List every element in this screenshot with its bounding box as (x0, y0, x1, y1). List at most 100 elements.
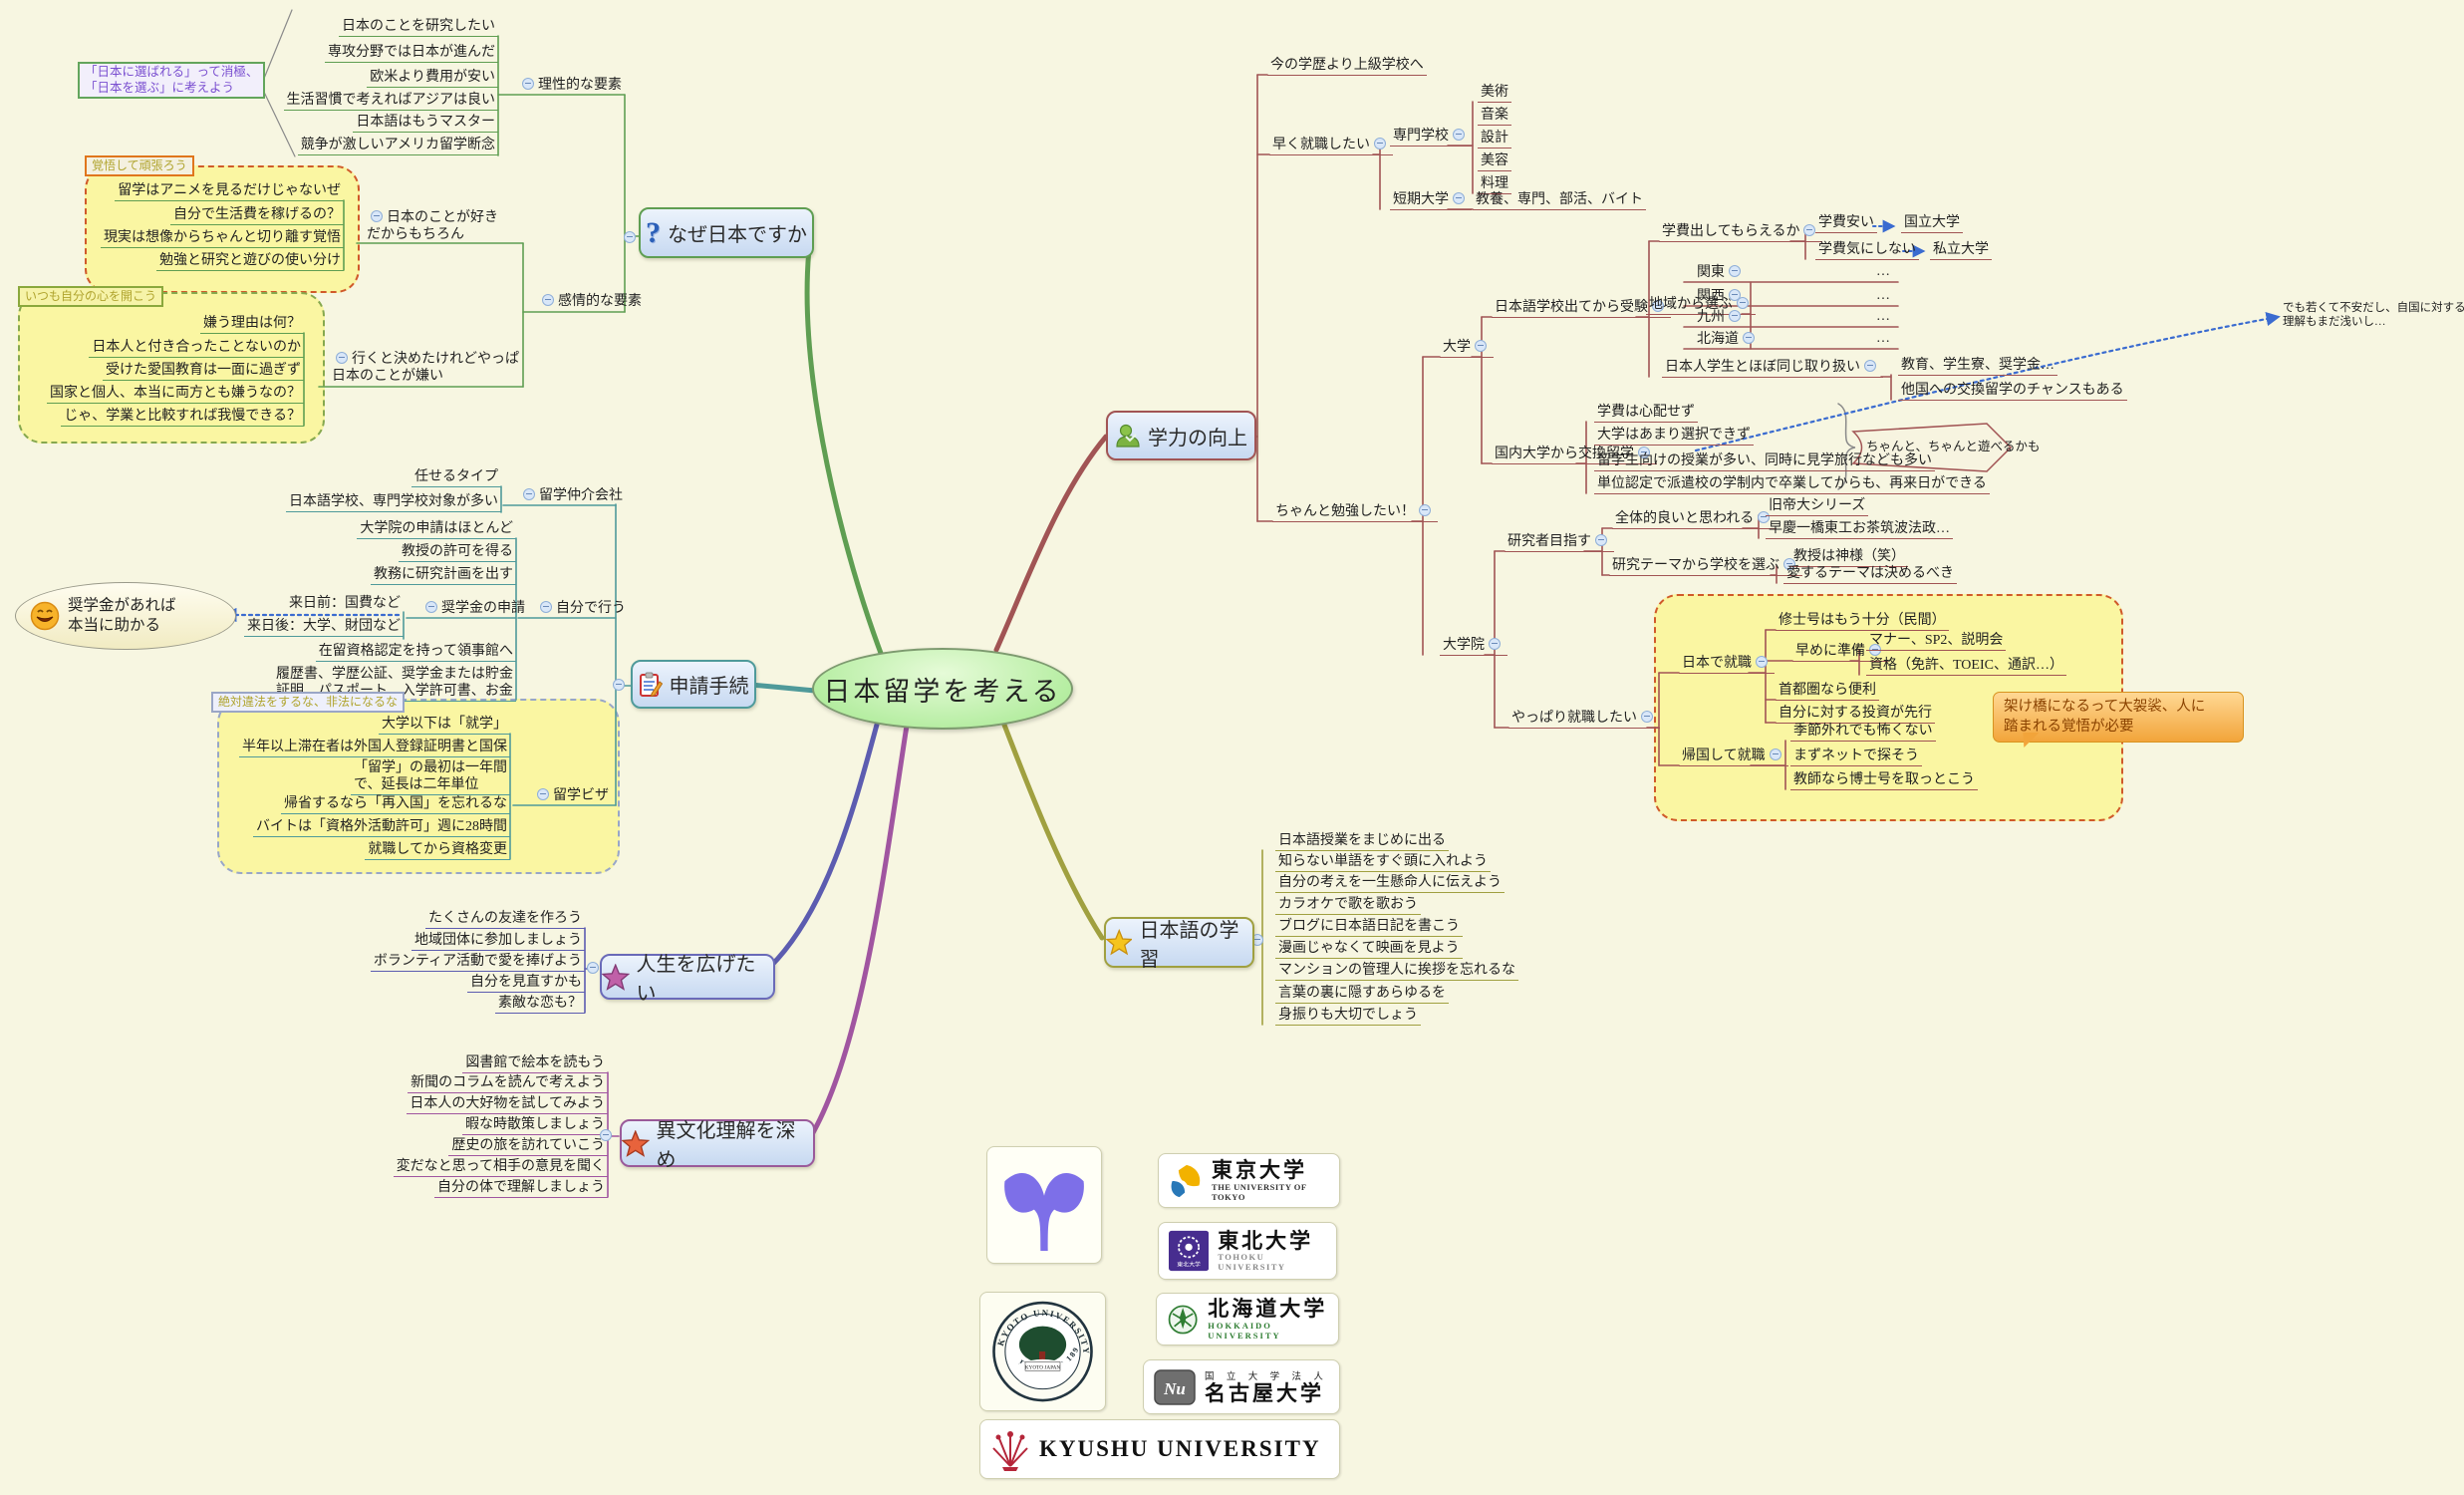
map-item[interactable]: 日本語学校、専門学校対象が多い (286, 493, 501, 513)
collapse-icon[interactable] (522, 78, 534, 90)
map-item[interactable]: カラオケで歌を歌おう (1275, 896, 1421, 916)
map-item[interactable]: 図書館で絵本を読もう (462, 1054, 608, 1074)
map-item[interactable]: 漫画じゃなくて映画を見よう (1275, 940, 1463, 960)
map-item[interactable]: 九州 (1694, 309, 1748, 327)
collapse-icon[interactable] (1489, 638, 1501, 650)
collapse-icon[interactable] (1869, 644, 1881, 656)
map-item[interactable]: 自分の体で理解しましょう (434, 1179, 608, 1199)
collapse-icon[interactable] (537, 788, 549, 800)
collapse-icon[interactable] (336, 352, 348, 364)
map-item[interactable]: 教授の許可を得る (399, 543, 516, 563)
university-of-tokyo-logo[interactable]: 東京大学 THE UNIVERSITY OF TOKYO (1158, 1153, 1340, 1208)
map-item[interactable]: 料理 (1478, 175, 1511, 195)
map-item[interactable]: 修士号はもう十分（民間） (1776, 612, 1949, 632)
map-item[interactable]: … (1876, 309, 1890, 324)
collapse-icon[interactable] (542, 294, 554, 306)
map-item[interactable]: 日本人学生とほぼ同じ取り扱い (1662, 359, 1883, 379)
map-item[interactable]: 国内大学から交換留学 (1492, 446, 1657, 465)
collapse-icon[interactable] (1595, 534, 1607, 546)
map-item[interactable]: 自分の考えを一生懸命人に伝えよう (1275, 874, 1505, 894)
map-item[interactable]: 教育、学生寮、奨学金… (1898, 357, 2057, 377)
map-item[interactable]: 嫌う理由は何？ (200, 315, 304, 335)
map-item[interactable]: 地域団体に参加しましょう (411, 932, 585, 952)
map-item[interactable]: 単位認定で派遣校の学制内で卒業してからも、再来日ができる (1594, 475, 1990, 495)
label-agency[interactable]: 留学仲介会社 (516, 487, 626, 505)
collapse-icon[interactable] (1641, 711, 1653, 723)
map-item[interactable]: 専攻分野では日本が進んだ (325, 44, 498, 64)
map-item[interactable]: 今の学歴より上級学校へ (1267, 57, 1427, 77)
map-item[interactable]: 欧米より費用が安い (367, 69, 498, 89)
map-item[interactable]: 関西 (1694, 288, 1748, 306)
cloud-label-kakugo[interactable]: 覚悟して頑張ろう (85, 155, 194, 176)
map-item[interactable]: ちゃんと勉強したい！ (1272, 503, 1438, 523)
map-item[interactable]: じゃ、学業と比較すれば我慢できる？ (61, 408, 304, 428)
collapse-icon[interactable] (1475, 340, 1487, 352)
map-item[interactable]: 大学はあまり選択できず (1594, 427, 1754, 447)
map-item[interactable]: 早めに準備 (1792, 643, 1888, 663)
map-item[interactable]: 日本人の大好物を試してみよう (407, 1095, 608, 1115)
map-item[interactable]: 研究者目指す (1505, 533, 1614, 553)
map-item[interactable]: 専門学校 (1390, 128, 1472, 148)
map-item[interactable]: バイトは「資格外活動許可」週に28時間 (253, 818, 510, 838)
cloud-label-kokoro[interactable]: いつも自分の心を開こう (18, 286, 164, 307)
map-item[interactable]: 地域から選ぶ (1646, 296, 1756, 316)
map-item[interactable]: 教養、専門、部活、バイト (1473, 191, 1646, 211)
collapse-icon[interactable] (1453, 129, 1465, 141)
map-item[interactable]: 暇な時散策しましょう (462, 1116, 608, 1136)
map-item[interactable]: 大学院の申請はほとんど (357, 520, 516, 540)
collapse-icon[interactable] (600, 1129, 612, 1141)
map-item[interactable]: まずネットで探そう (1790, 748, 1922, 767)
map-item[interactable]: 早く就職したい (1269, 137, 1393, 156)
label-diy[interactable]: 自分で行う (533, 600, 629, 618)
map-item[interactable]: 日本語学校出てから受験 (1492, 299, 1671, 319)
map-item[interactable]: 全体的良いと思われる (1612, 510, 1778, 530)
topic-application-procedure[interactable]: 申請手続 (631, 660, 756, 709)
map-item[interactable]: 日本で就職 (1679, 655, 1775, 675)
map-item[interactable]: 変だなと思って相手の意見を聞く (393, 1158, 608, 1178)
map-item[interactable]: 美術 (1478, 84, 1511, 104)
collapse-icon[interactable] (1729, 265, 1741, 277)
map-item[interactable]: 歴史の旅を訪れていこう (448, 1137, 608, 1157)
map-item[interactable]: 設計 (1478, 130, 1511, 150)
map-item[interactable]: やっぱり就職したい (1508, 710, 1660, 730)
map-item[interactable]: 身振りも大切でしょう (1275, 1007, 1421, 1027)
collapse-icon[interactable] (1374, 138, 1386, 150)
topic-japanese-study[interactable]: 日本語の学習 (1104, 917, 1254, 971)
hokkaido-university-logo[interactable]: 北海道大学 HOKKAIDO UNIVERSITY (1156, 1293, 1339, 1346)
map-item[interactable]: 学費気にしない (1815, 241, 1919, 261)
map-item[interactable]: 資格（免許、TOEIC、通訳…） (1866, 657, 2066, 677)
map-item[interactable]: 留学生向けの授業が多い、同時に見学旅行なども多い (1594, 452, 1935, 472)
map-item[interactable]: 教授は神様（笑） (1790, 548, 1908, 568)
note-choose-japan[interactable]: 「日本に選ばれる」って消極、 「日本を選ぶ」に考えよう (78, 62, 266, 100)
map-item[interactable]: 在留資格認定を持って領事館へ (315, 643, 516, 663)
collapse-icon[interactable] (523, 488, 535, 500)
map-item[interactable]: 私立大学 (1930, 241, 1992, 261)
map-item[interactable]: たくさんの友達を作ろう (425, 910, 585, 930)
tohoku-university-logo[interactable]: 東北大学 東北大学 TOHOKU UNIVERSITY (1158, 1222, 1337, 1280)
map-item[interactable]: 行くと決めたけれどやっぱ日本のことが嫌い (332, 352, 519, 385)
topic-cross-cultural[interactable]: 異文化理解を深め (620, 1119, 815, 1171)
callout-scholarship[interactable]: 奨学金があれば 本当に助かる (15, 582, 236, 650)
map-item[interactable]: 日本のことが好きだからもちろん (367, 210, 498, 243)
map-item[interactable]: 日本語はもうマスター (353, 114, 498, 134)
map-item[interactable]: … (1876, 331, 1890, 346)
collapse-icon[interactable] (1864, 360, 1876, 372)
map-item[interactable]: 競争が激しいアメリカ留学断念 (297, 137, 498, 156)
map-item[interactable]: 他国への交換留学のチャンスもある (1898, 382, 2127, 402)
map-item[interactable]: 半年以上滞在者は外国人登録証明書と国保 (239, 739, 510, 758)
map-item[interactable]: 早慶一橋東工お茶筑波法政… (1766, 520, 1953, 540)
map-item[interactable]: 生活習慣で考えればアジアは良い (283, 92, 498, 112)
map-item[interactable]: 新聞のコラムを読んで考えよう (408, 1074, 608, 1094)
map-item[interactable]: 音楽 (1478, 107, 1511, 127)
map-item[interactable]: 受けた愛国教育は一面に過ぎず (103, 362, 304, 382)
collapse-icon[interactable] (1652, 300, 1664, 312)
map-item[interactable]: 旧帝大シリーズ (1766, 497, 1869, 517)
map-item[interactable]: 関東 (1694, 264, 1748, 282)
map-item[interactable]: 大学 (1440, 339, 1494, 359)
cloud-label-visa-warning[interactable]: 絶対違法をするな、非法になるな (211, 692, 406, 713)
map-item[interactable]: 国家と個人、本当に両方とも嫌うなの？ (47, 385, 304, 405)
map-item[interactable]: 大学以下は「就学」 (379, 716, 510, 736)
map-item[interactable]: 自分に対する投資が先行 (1776, 705, 1935, 725)
collapse-icon[interactable] (540, 601, 552, 613)
osaka-university-logo[interactable] (986, 1146, 1102, 1264)
